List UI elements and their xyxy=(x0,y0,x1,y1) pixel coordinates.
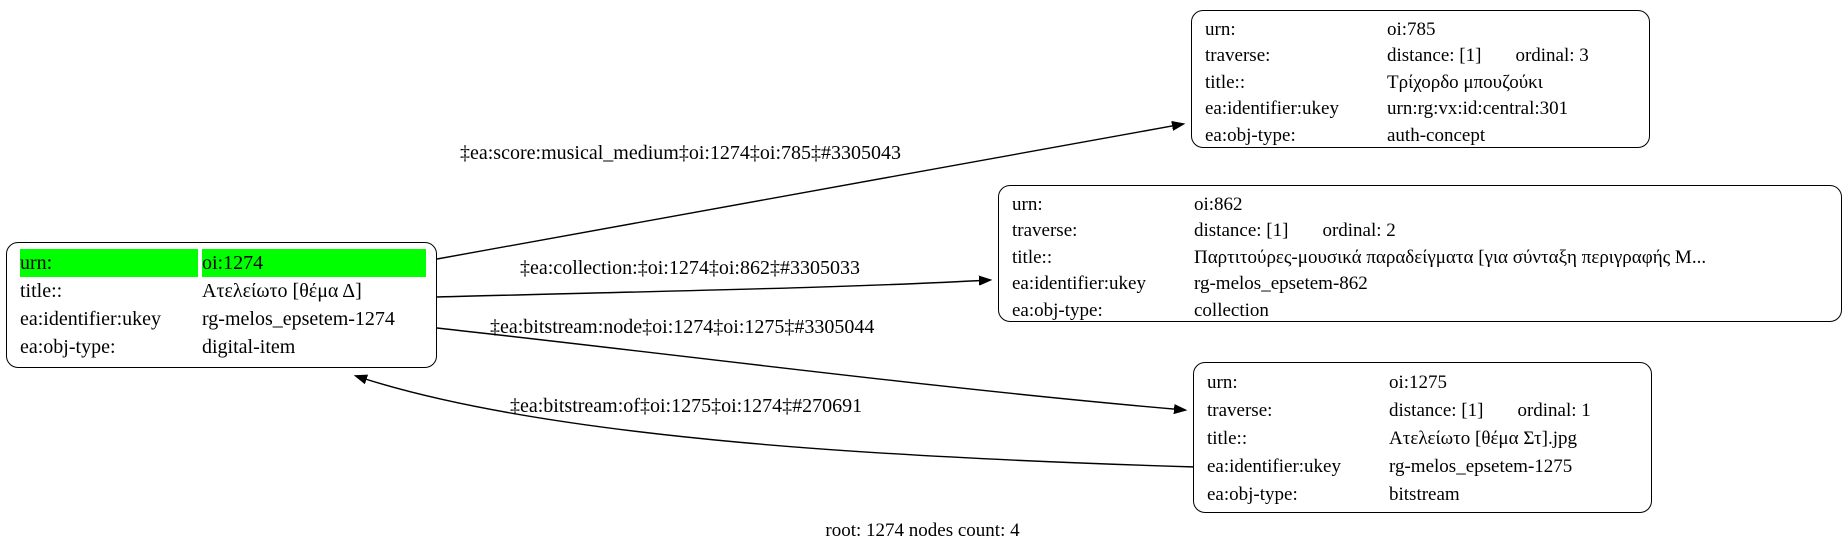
node-oi-862: urn: oi:862 traverse: distance: [1] ordin… xyxy=(998,185,1842,322)
field-value: Ατελείωτο [θέμα Δ] xyxy=(202,280,362,302)
field-value: Ατελείωτο [θέμα Στ].jpg xyxy=(1389,428,1578,449)
field-row-obj-type: ea:obj-type: auth-concept xyxy=(1205,123,1639,149)
field-value: rg-melos_epsetem-1274 xyxy=(202,308,395,330)
traverse-distance: distance: [1] xyxy=(1194,220,1289,242)
traverse-distance: distance: [1] xyxy=(1389,400,1484,421)
edge-collection xyxy=(436,280,990,298)
field-label: urn: xyxy=(1205,19,1236,40)
field-row-obj-type: ea:obj-type: digital-item xyxy=(20,333,426,361)
node-oi-1274: urn: oi:1274 title:: Ατελείωτο [θέμα Δ] … xyxy=(6,242,437,368)
field-value: oi:1275 xyxy=(1389,372,1448,393)
node-oi-1275: urn: oi:1275 traverse: distance: [1] ordi… xyxy=(1193,362,1652,513)
traverse-ordinal: ordinal: 3 xyxy=(1515,45,1589,67)
field-value: distance: [1] ordinal: 1 xyxy=(1389,397,1641,425)
field-row-urn: urn: oi:785 xyxy=(1205,17,1639,43)
field-value: rg-melos_epsetem-862 xyxy=(1194,273,1368,295)
field-row-title: title:: Ατελείωτο [θέμα Δ] xyxy=(20,277,426,305)
field-label: ea:identifier:ukey xyxy=(1207,456,1341,477)
field-label: traverse: xyxy=(1207,400,1273,421)
field-row-title: title:: Ατελείωτο [θέμα Στ].jpg xyxy=(1207,425,1641,453)
field-value: Τρίχορδο μπουζούκι xyxy=(1387,71,1543,93)
traverse-distance: distance: [1] xyxy=(1387,45,1482,67)
field-value: auth-concept xyxy=(1387,124,1486,146)
field-row-urn: urn: oi:1275 xyxy=(1207,369,1641,397)
field-label: title:: xyxy=(1205,71,1246,93)
field-value: collection xyxy=(1194,299,1269,321)
field-value: Παρτιτούρες-μουσικά παραδείγματα [για σύ… xyxy=(1194,246,1707,268)
field-label: title:: xyxy=(20,280,63,302)
field-label: ea:obj-type: xyxy=(1205,124,1296,146)
field-label: ea:identifier:ukey xyxy=(1205,98,1339,120)
field-label: ea:obj-type: xyxy=(1207,484,1298,505)
edge-bitstream-node xyxy=(436,327,1185,410)
graph-caption: root: 1274 nodes count: 4 xyxy=(825,520,1020,541)
field-row-traverse: traverse: distance: [1] ordinal: 1 xyxy=(1207,397,1641,425)
field-row-title: title:: Παρτιτούρες-μουσικά παραδείγματα… xyxy=(1012,245,1831,271)
field-row-identifier: ea:identifier:ukey rg-melos_epsetem-1275 xyxy=(1207,453,1641,481)
field-value: oi:785 xyxy=(1387,19,1436,40)
field-row-identifier: ea:identifier:ukey rg-melos_epsetem-862 xyxy=(1012,271,1831,297)
edge-label-bitstream-of: ‡ea:bitstream:of‡oi:1275‡oi:1274‡#270691 xyxy=(510,395,863,417)
field-value: digital-item xyxy=(202,336,296,358)
field-label: ea:obj-type: xyxy=(1012,299,1103,321)
edge-score-musical-medium xyxy=(436,124,1183,260)
field-value: bitstream xyxy=(1389,484,1460,505)
field-row-obj-type: ea:obj-type: collection xyxy=(1012,298,1831,324)
field-label: urn: xyxy=(20,249,198,277)
field-value: distance: [1] ordinal: 2 xyxy=(1194,218,1831,244)
field-value: rg-melos_epsetem-1275 xyxy=(1389,456,1573,477)
edge-bitstream-of xyxy=(356,376,1197,468)
field-value: distance: [1] ordinal: 3 xyxy=(1387,43,1639,69)
field-label: title:: xyxy=(1012,246,1053,268)
field-label: ea:identifier:ukey xyxy=(20,308,162,330)
field-row-traverse: traverse: distance: [1] ordinal: 2 xyxy=(1012,218,1831,244)
field-label: traverse: xyxy=(1012,220,1078,242)
field-row-traverse: traverse: distance: [1] ordinal: 3 xyxy=(1205,43,1639,69)
field-row-urn: urn: oi:1274 xyxy=(20,249,426,277)
traverse-ordinal: ordinal: 2 xyxy=(1322,220,1396,242)
node-oi-785: urn: oi:785 traverse: distance: [1] ordin… xyxy=(1191,10,1650,148)
field-row-obj-type: ea:obj-type: bitstream xyxy=(1207,481,1641,509)
field-label: urn: xyxy=(1012,194,1043,215)
field-label: ea:obj-type: xyxy=(20,336,116,358)
field-label: urn: xyxy=(1207,372,1238,393)
field-row-title: title:: Τρίχορδο μπουζούκι xyxy=(1205,70,1639,96)
edge-label-bitstream-node: ‡ea:bitstream:node‡oi:1274‡oi:1275‡#3305… xyxy=(490,316,875,338)
field-value: oi:862 xyxy=(1194,194,1243,215)
traverse-ordinal: ordinal: 1 xyxy=(1517,400,1591,421)
field-value: urn:rg:vx:id:central:301 xyxy=(1387,98,1569,120)
field-row-identifier: ea:identifier:ukey urn:rg:vx:id:central:… xyxy=(1205,96,1639,122)
edge-label-collection: ‡ea:collection:‡oi:1274‡oi:862‡#3305033 xyxy=(520,257,860,279)
field-value: oi:1274 xyxy=(202,249,426,277)
field-label: traverse: xyxy=(1205,45,1271,67)
field-label: ea:identifier:ukey xyxy=(1012,273,1146,295)
field-row-urn: urn: oi:862 xyxy=(1012,192,1831,218)
field-label: title:: xyxy=(1207,428,1248,449)
field-row-identifier: ea:identifier:ukey rg-melos_epsetem-1274 xyxy=(20,305,426,333)
edge-label-score-musical-medium: ‡ea:score:musical_medium‡oi:1274‡oi:785‡… xyxy=(460,142,902,164)
